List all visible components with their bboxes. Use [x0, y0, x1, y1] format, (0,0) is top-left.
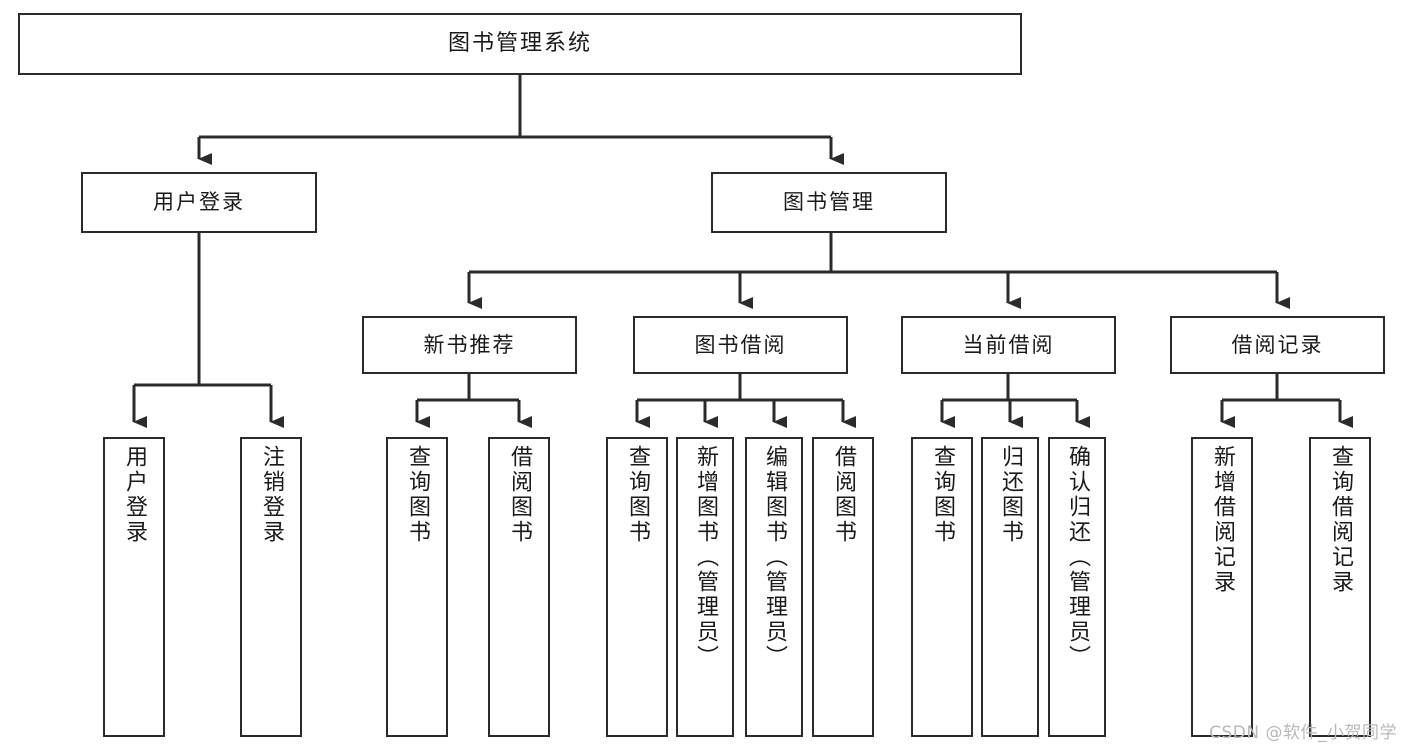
node-label: 当前借阅 — [962, 332, 1055, 357]
node-label: 图书管理 — [783, 190, 875, 215]
node-label: 归还图书 — [998, 445, 1023, 545]
node-current-borrow[interactable]: 当前借阅 — [901, 316, 1116, 374]
node-leaf-user-logout[interactable]: 注销登录 — [240, 437, 302, 737]
node-label: 编辑图书（管理员） — [762, 445, 787, 670]
node-label: 确认归还（管理员） — [1065, 445, 1090, 670]
node-leaf-borrow-book[interactable]: 借阅图书 — [812, 437, 874, 737]
node-label: 新增图书（管理员） — [693, 445, 718, 670]
node-label: 图书管理系统 — [447, 31, 592, 57]
node-label: 新增借阅记录 — [1210, 445, 1235, 595]
node-label: 新书推荐 — [423, 332, 516, 357]
node-leaf-confirm-return[interactable]: 确认归还（管理员） — [1048, 437, 1106, 737]
node-label: 借阅记录 — [1231, 332, 1324, 357]
node-leaf-query-borrow-record[interactable]: 查询借阅记录 — [1309, 437, 1371, 737]
node-leaf-edit-book[interactable]: 编辑图书（管理员） — [745, 437, 803, 737]
node-label: 查询图书 — [405, 445, 430, 545]
node-leaf-user-login[interactable]: 用户登录 — [103, 437, 165, 737]
node-user-login[interactable]: 用户登录 — [81, 172, 317, 233]
node-leaf-add-borrow-record[interactable]: 新增借阅记录 — [1191, 437, 1253, 737]
node-label: 借阅图书 — [507, 445, 532, 545]
node-leaf-query-book-current[interactable]: 查询图书 — [911, 437, 973, 737]
node-root-book-management-system[interactable]: 图书管理系统 — [18, 13, 1022, 75]
node-leaf-query-book-recommend[interactable]: 查询图书 — [386, 437, 448, 737]
node-leaf-add-book[interactable]: 新增图书（管理员） — [676, 437, 734, 737]
node-leaf-return-book[interactable]: 归还图书 — [981, 437, 1039, 737]
csdn-watermark: CSDN @软件_小贺同学 — [1209, 723, 1397, 743]
node-label: 注销登录 — [259, 445, 284, 545]
node-book-borrow[interactable]: 图书借阅 — [633, 316, 848, 374]
node-label: 查询图书 — [625, 445, 650, 545]
node-label: 查询图书 — [930, 445, 955, 545]
node-label: 用户登录 — [122, 445, 147, 545]
node-borrow-record[interactable]: 借阅记录 — [1170, 316, 1385, 374]
node-new-book-recommend[interactable]: 新书推荐 — [362, 316, 577, 374]
node-book-management[interactable]: 图书管理 — [711, 172, 947, 233]
node-label: 图书借阅 — [694, 332, 787, 357]
node-leaf-borrow-book-recommend[interactable]: 借阅图书 — [488, 437, 550, 737]
node-label: 用户登录 — [153, 190, 245, 215]
node-leaf-query-book-borrow[interactable]: 查询图书 — [606, 437, 668, 737]
node-label: 借阅图书 — [831, 445, 856, 545]
node-label: 查询借阅记录 — [1328, 445, 1353, 595]
